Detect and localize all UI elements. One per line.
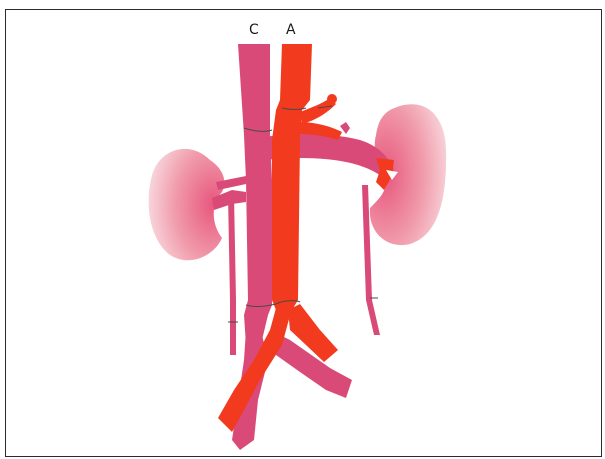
aortic-branch-tip [327,94,337,104]
aorta-vessel [272,44,312,310]
left-ureter-vessel [228,195,236,355]
left-kidney-icon [149,149,225,260]
